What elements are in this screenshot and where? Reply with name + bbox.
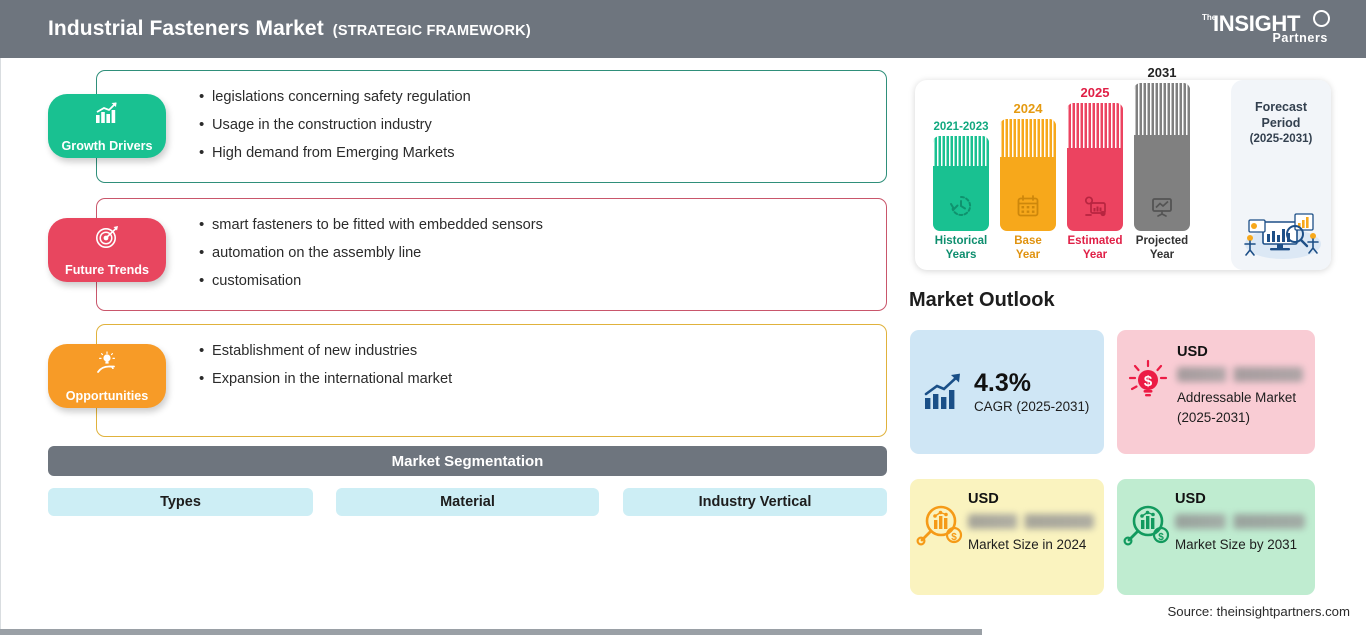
left-border-divider [0, 58, 1, 629]
bar-chart-arrow-icon [94, 101, 120, 125]
segment-label: Material [440, 494, 495, 510]
card-caption: Market Size by 2031 [1175, 537, 1298, 552]
logo-the-text: The [1202, 13, 1217, 22]
growth-drivers-bullets: legislations concerning safety regulatio… [199, 71, 886, 167]
badge-future-trends[interactable]: Future Trends [48, 218, 166, 282]
list-item: Establishment of new industries [199, 337, 886, 365]
market-outlook-title: Market Outlook [909, 289, 1055, 311]
presentation-chart-icon [1149, 193, 1175, 219]
card-addressable-market: $ USD Addressable Market (2025-2031) [1117, 330, 1315, 454]
segment-label: Industry Vertical [698, 494, 812, 510]
growth-drivers-block: legislations concerning safety regulatio… [96, 70, 887, 183]
timeline-year-label: 2025 [1080, 85, 1110, 100]
opportunities-block: Establishment of new industries Expansio… [96, 324, 887, 437]
logo-insight-text: INSIGHT [1213, 11, 1301, 36]
card-market-size-2031: $ USD Market Size by 2031 [1117, 479, 1315, 595]
list-item: automation on the assembly line [199, 239, 886, 267]
card-currency-label: USD [1175, 491, 1206, 507]
card-value-blurred [1177, 367, 1303, 382]
hand-lightbulb-icon [94, 351, 120, 375]
badge-growth-drivers[interactable]: Growth Drivers [48, 94, 166, 158]
page-subtitle: (STRATEGIC FRAMEWORK) [332, 23, 531, 39]
future-trends-bullets: smart fasteners to be fitted with embedd… [199, 199, 886, 295]
svg-text:$: $ [951, 532, 957, 543]
segment-material[interactable]: Material [336, 488, 599, 516]
list-item: smart fasteners to be fitted with embedd… [199, 211, 886, 239]
forecast-period-years: (2025-2031) [1249, 133, 1313, 145]
segment-industry-vertical[interactable]: Industry Vertical [623, 488, 887, 516]
list-item: Expansion in the international market [199, 365, 886, 393]
svg-text:$: $ [1144, 373, 1153, 390]
badge-label: Growth Drivers [61, 139, 153, 153]
market-segmentation-title: Market Segmentation [391, 452, 544, 470]
card-market-size-2024: $ USD Market Size in 2024 [910, 479, 1104, 595]
magnifier-chart-dollar-icon: $ [1123, 501, 1171, 549]
card-caption: Market Size in 2024 [968, 537, 1087, 552]
badge-opportunities[interactable]: Opportunities [48, 344, 166, 408]
timeline-year-label: 2021-2023 [933, 121, 989, 133]
list-item: Usage in the construction industry [199, 111, 886, 139]
logo-partners-text: Partners [1272, 31, 1328, 45]
page-header: Industrial Fasteners Market (STRATEGIC F… [0, 0, 1366, 58]
market-segmentation-header: Market Segmentation [48, 446, 887, 476]
insight-partners-logo: The INSIGHT Partners [1202, 9, 1330, 49]
card-caption: Addressable Market (2025-2031) [1177, 390, 1297, 425]
cagr-caption: CAGR (2025-2031) [974, 399, 1090, 414]
data-analysis-illustration [1237, 202, 1325, 262]
magnifier-chart-dollar-icon: $ [916, 501, 964, 549]
target-arrow-icon [94, 225, 120, 249]
calendar-icon [1015, 193, 1041, 219]
opportunities-bullets: Establishment of new industries Expansio… [199, 325, 886, 393]
lightbulb-dollar-icon: $ [1127, 358, 1169, 404]
bar-chart-growth-icon [922, 372, 964, 412]
svg-text:$: $ [1158, 532, 1164, 543]
analytics-gear-icon [1082, 193, 1108, 219]
page-title: Industrial Fasteners Market [48, 17, 324, 40]
list-item: High demand from Emerging Markets [199, 139, 886, 167]
clock-history-icon [948, 193, 974, 219]
future-trends-block: smart fasteners to be fitted with embedd… [96, 198, 887, 311]
horizontal-scrollbar[interactable] [0, 629, 982, 635]
card-currency-label: USD [1177, 344, 1208, 360]
left-column: legislations concerning safety regulatio… [0, 58, 905, 635]
card-currency-label: USD [968, 491, 999, 507]
card-value-blurred [968, 514, 1094, 529]
header-title-group: Industrial Fasteners Market (STRATEGIC F… [48, 17, 531, 41]
card-cagr: 4.3% CAGR (2025-2031) [910, 330, 1104, 454]
cagr-value: 4.3% [974, 369, 1031, 397]
badge-label: Future Trends [65, 263, 149, 277]
timeline-year-label: 2031 [1147, 65, 1177, 80]
badge-label: Opportunities [65, 389, 149, 403]
timeline-bar-base: 2024 [1000, 101, 1056, 262]
logo-circle-icon [1313, 10, 1330, 27]
segment-types[interactable]: Types [48, 488, 313, 516]
market-segmentation-row: Types Material Industry Vertical [48, 488, 887, 516]
list-item: customisation [199, 267, 886, 295]
list-item: legislations concerning safety regulatio… [199, 83, 886, 111]
source-attribution: Source: theinsightpartners.com [1167, 604, 1350, 619]
segment-label: Types [160, 494, 201, 510]
timeline-year-label: 2024 [1013, 101, 1043, 116]
card-value-blurred [1175, 514, 1305, 529]
